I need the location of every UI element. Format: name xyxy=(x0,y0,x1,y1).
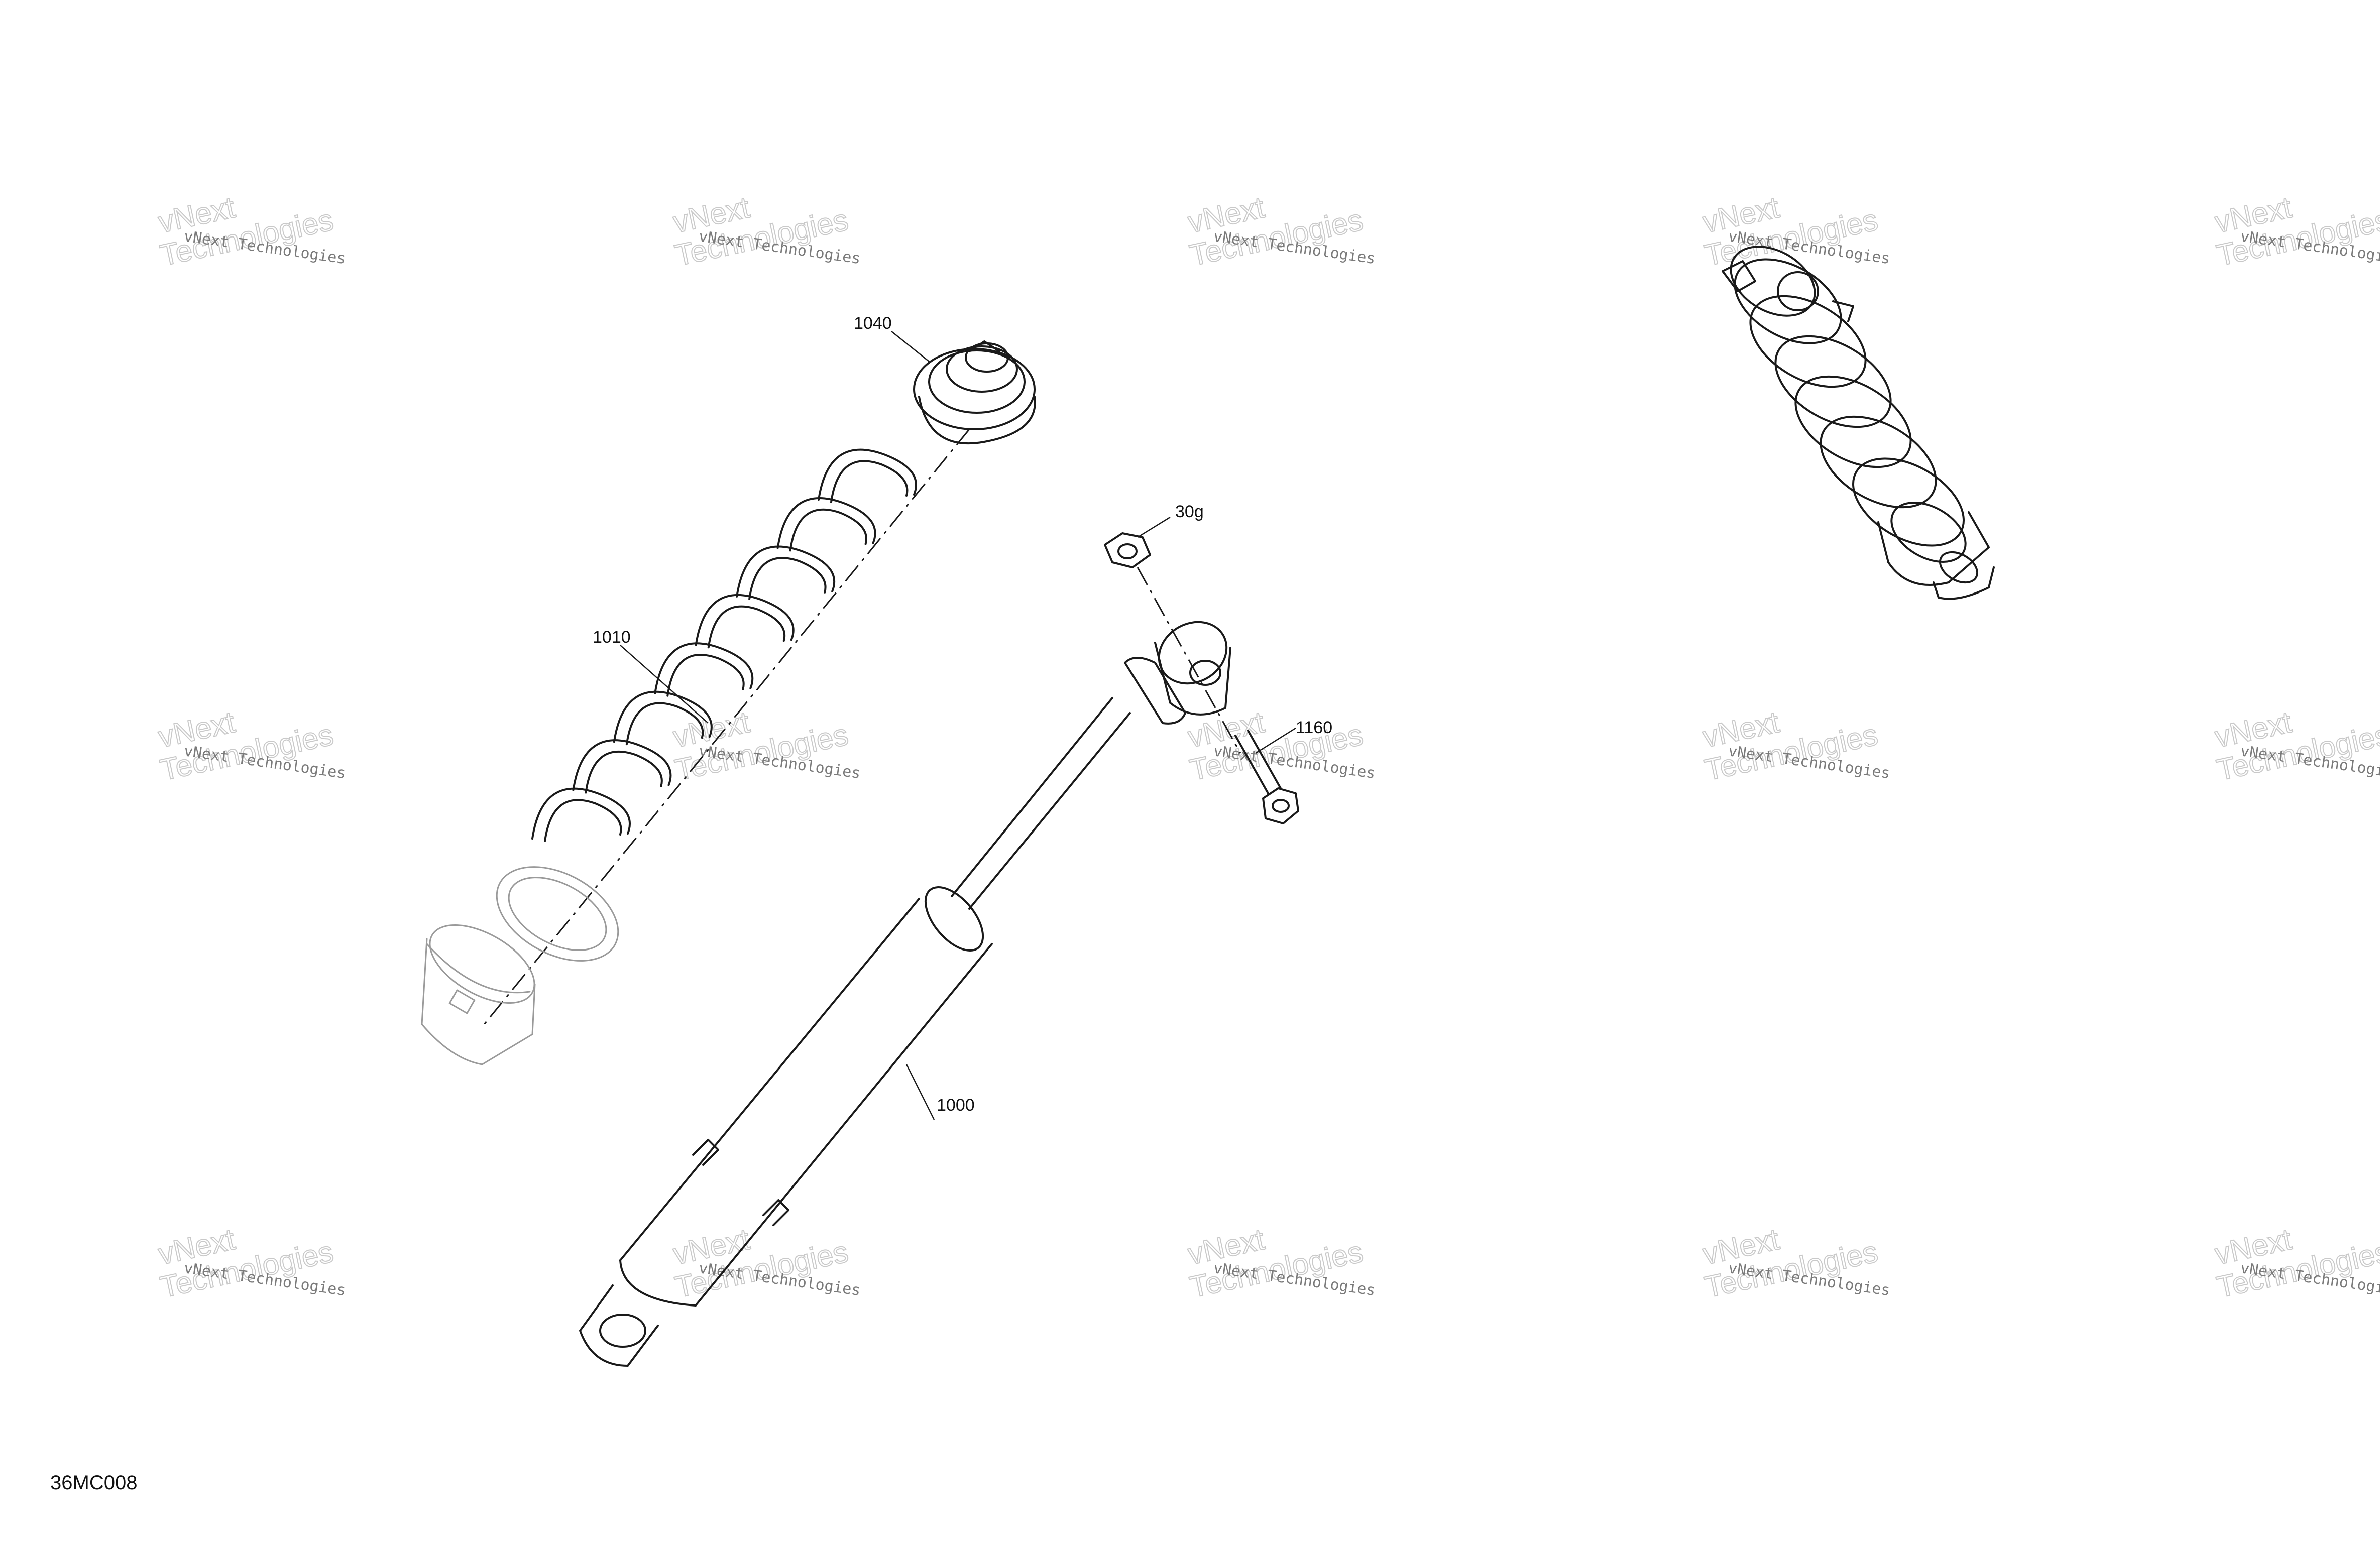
spring-coil xyxy=(736,545,836,598)
drawing-code: 36MC008 xyxy=(50,1472,137,1494)
spring-coil-inner xyxy=(666,654,745,697)
spring-coil xyxy=(654,642,754,694)
nut-part xyxy=(1104,532,1151,568)
shock-absorber-part xyxy=(579,621,1231,1367)
callout-shock-absorber: 1000 xyxy=(905,1064,975,1120)
spring-coil-inner xyxy=(707,605,786,649)
spring-coil xyxy=(695,594,795,646)
spring-coil-inner xyxy=(544,799,622,842)
spring-seat-part xyxy=(913,340,1036,445)
lower-spring-ring-part xyxy=(496,866,619,962)
spring-coil xyxy=(818,448,917,501)
callout-label: 1160 xyxy=(1296,718,1332,737)
spring-assembly-axis xyxy=(481,429,970,1027)
spring-coil xyxy=(531,787,631,840)
callout-spring: 1010 xyxy=(593,628,709,724)
spring-coil-inner xyxy=(748,557,827,600)
callout-label: 1040 xyxy=(854,314,892,333)
nut-axis xyxy=(1137,567,1241,754)
callout-spring-seat: 1040 xyxy=(854,314,930,362)
spring-coil-inner xyxy=(830,460,909,503)
spring-coil xyxy=(776,497,876,549)
spring-coil-inner xyxy=(585,750,663,794)
callout-label: 30g xyxy=(1175,502,1204,521)
bolt-part xyxy=(1234,730,1299,824)
lower-mount-cup-part xyxy=(421,924,536,1065)
callout-label: 1010 xyxy=(593,628,631,647)
assembled-shock-part xyxy=(1722,246,1995,600)
callout-label: 1000 xyxy=(937,1096,975,1115)
spring-coil-inner xyxy=(789,508,867,552)
callout-nut: 30g xyxy=(1137,502,1204,538)
spring-coil xyxy=(613,690,713,743)
callout-bolt: 1160 xyxy=(1255,718,1332,754)
spring-coil xyxy=(572,739,672,791)
coil-spring-part xyxy=(531,448,917,842)
spring-coil-inner xyxy=(625,702,704,746)
